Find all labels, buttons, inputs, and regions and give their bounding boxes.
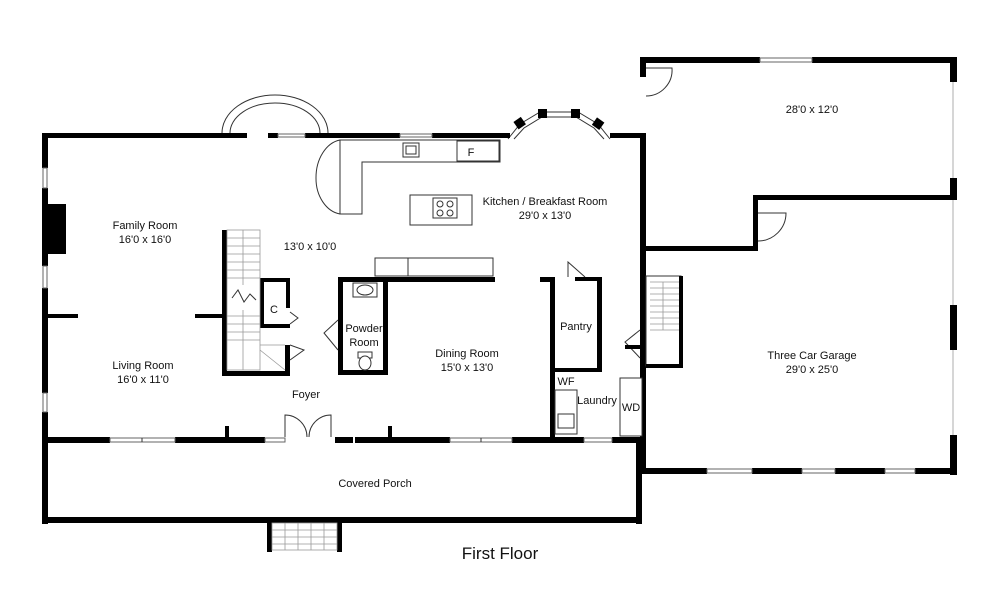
kitchen-fixtures xyxy=(315,139,501,277)
kitchen-dims: 29'0 x 13'0 xyxy=(519,210,572,222)
interior-walls xyxy=(48,229,643,438)
room-labels: Family Room 16'0 x 16'0 Living Room 16'0… xyxy=(112,104,856,563)
fireplace xyxy=(48,204,66,254)
garage-dims: 29'0 x 25'0 xyxy=(786,364,839,376)
fridge xyxy=(456,140,500,162)
covered-porch-name: Covered Porch xyxy=(338,478,411,490)
porch xyxy=(42,437,642,552)
kitchen-name: Kitchen / Breakfast Room xyxy=(483,196,608,208)
laundry-name: Laundry xyxy=(577,395,617,407)
living-room-name: Living Room xyxy=(112,360,173,372)
garage-name: Three Car Garage xyxy=(767,350,856,362)
washer-dryer-label: WD xyxy=(622,402,640,414)
bay-window-family xyxy=(221,94,329,134)
counter-peninsula xyxy=(374,257,494,277)
dining-room-name: Dining Room xyxy=(435,348,499,360)
house-exterior-walls xyxy=(42,133,646,443)
closet-label: C xyxy=(270,304,278,316)
floor-title: First Floor xyxy=(462,544,539,563)
foyer-name: Foyer xyxy=(292,389,320,401)
hall-dims: 13'0 x 10'0 xyxy=(284,241,337,253)
garage-walls xyxy=(624,57,957,475)
family-room-name: Family Room xyxy=(113,220,178,232)
washer-fridge-label: WF xyxy=(557,376,574,388)
bay-window-kitchen xyxy=(507,109,611,140)
pantry-name: Pantry xyxy=(560,321,592,333)
cooktop-icon xyxy=(432,197,458,219)
powder-room-line1: Powder xyxy=(345,323,383,335)
living-room-dims: 16'0 x 11'0 xyxy=(117,374,169,386)
garage-storage-dims: 28'0 x 12'0 xyxy=(786,104,839,116)
powder-room-line2: Room xyxy=(349,337,378,349)
fridge-label: F xyxy=(468,147,475,159)
family-room-dims: 16'0 x 16'0 xyxy=(119,234,172,246)
dining-room-dims: 15'0 x 13'0 xyxy=(441,362,494,374)
